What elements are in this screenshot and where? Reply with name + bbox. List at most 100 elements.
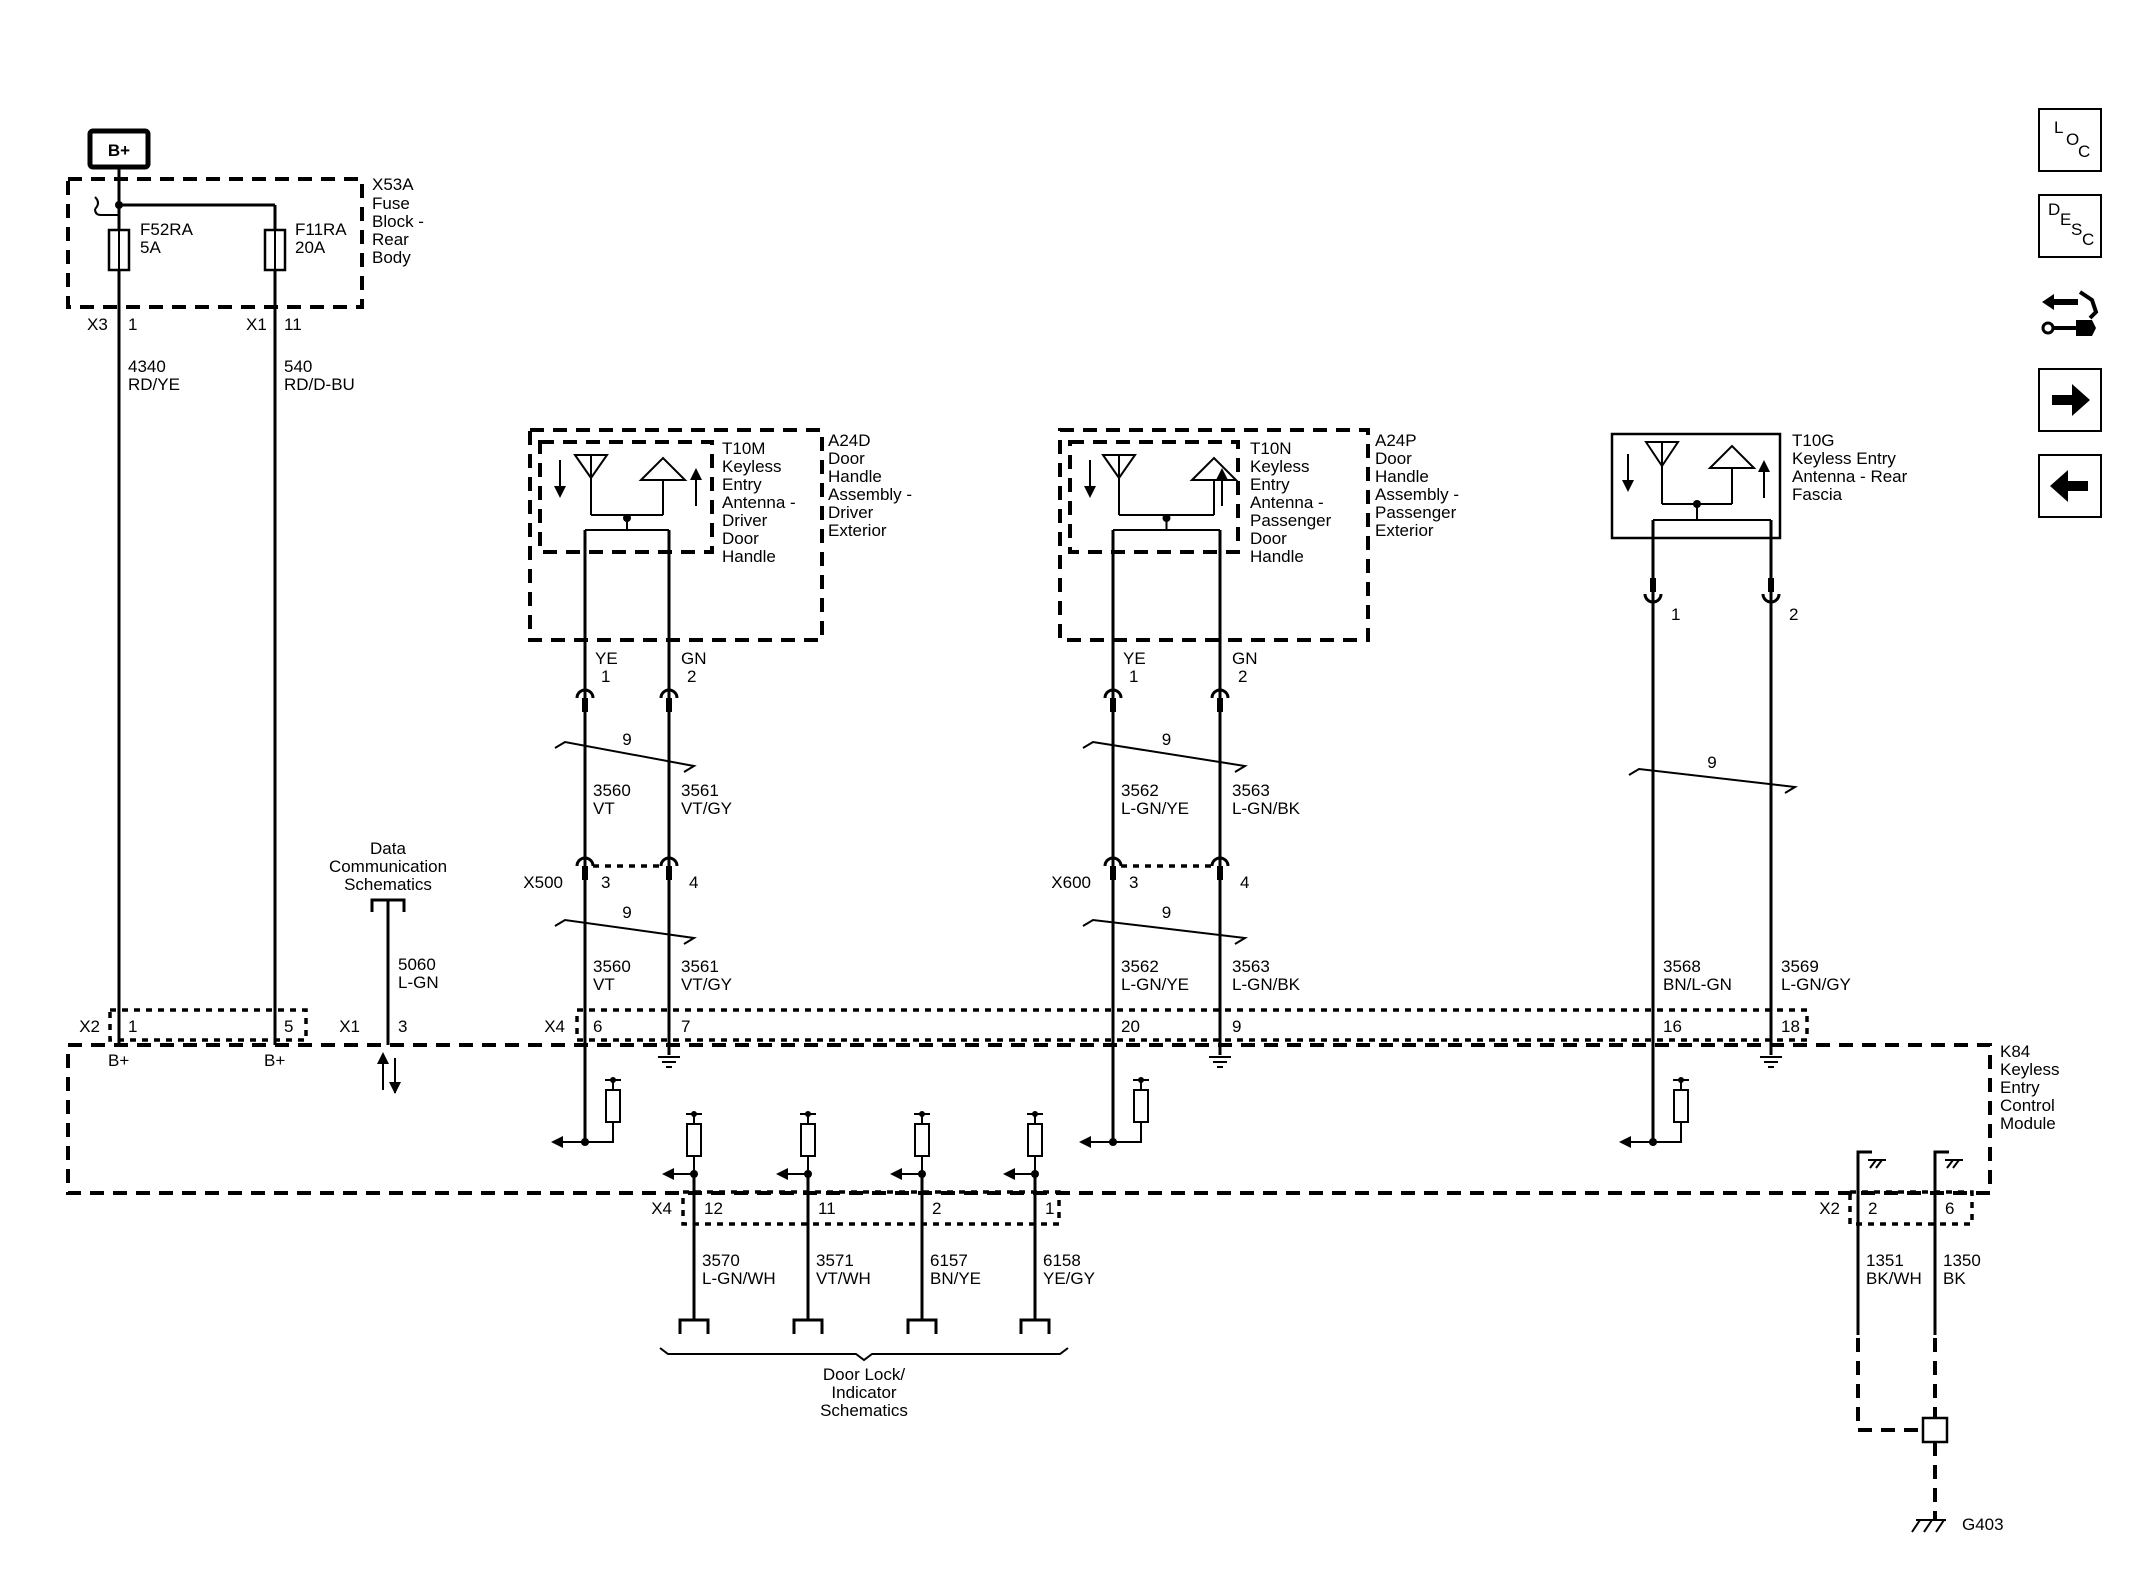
connector-wrench-icon — [2041, 290, 2099, 336]
svg-text:20A: 20A — [295, 238, 326, 257]
label: 9 — [1707, 753, 1716, 772]
description-button[interactable]: D E S C — [2038, 194, 2102, 258]
label: X4 — [651, 1199, 672, 1218]
label: T10N — [1250, 439, 1292, 458]
label: 3571 — [816, 1251, 854, 1270]
arrow-down-icon — [1622, 480, 1634, 492]
label: 2 — [1868, 1199, 1877, 1218]
connector-pin — [1650, 578, 1656, 592]
connector-symbol — [1643, 593, 1663, 604]
arrow-left-icon — [776, 1168, 788, 1180]
power-source-label: B+ — [108, 141, 130, 160]
label: L-GN/BK — [1232, 799, 1301, 818]
label: L-GN/WH — [702, 1269, 776, 1288]
arrow-left-icon — [551, 1136, 563, 1148]
label: 3569 — [1781, 957, 1819, 976]
label: Passenger — [1375, 503, 1457, 522]
label: YE — [595, 649, 618, 668]
label: T10G — [1792, 431, 1835, 450]
label: VT/WH — [816, 1269, 871, 1288]
label: 3561 — [681, 781, 719, 800]
label: G403 — [1962, 1515, 2004, 1534]
label: 1 — [1671, 605, 1680, 624]
connector-symbol — [575, 856, 595, 867]
svg-text:RD/D-BU: RD/D-BU — [284, 375, 355, 394]
arrow-left-icon — [1003, 1168, 1015, 1180]
svg-text:Data: Data — [370, 839, 406, 858]
label: Door — [1250, 529, 1287, 548]
label: GN — [1232, 649, 1258, 668]
arrow-left-icon — [890, 1168, 902, 1180]
label: Assembly - — [828, 485, 912, 504]
label: Keyless Entry — [1792, 449, 1896, 468]
fuse2-name: F11RA — [295, 220, 347, 239]
next-button[interactable] — [2038, 368, 2102, 432]
x4-output-connector — [681, 1190, 1061, 1226]
power-source: B+ — [87, 128, 151, 205]
connector-pin — [666, 698, 672, 712]
connector-pin — [1110, 866, 1116, 880]
resistor — [686, 1123, 702, 1157]
label: L-GN/YE — [1121, 799, 1189, 818]
label: 3 — [601, 873, 610, 892]
arrow-left-icon — [662, 1168, 674, 1180]
resistor — [800, 1123, 816, 1157]
connector-pin — [1110, 698, 1116, 712]
connector-pin — [666, 866, 672, 880]
resistor — [1027, 1123, 1043, 1157]
label: 4 — [689, 873, 698, 892]
label: Entry — [722, 475, 762, 494]
resistor — [605, 1089, 621, 1123]
internal-trace — [585, 1136, 614, 1143]
component-service-button[interactable] — [2038, 282, 2102, 346]
label: VT/GY — [681, 799, 732, 818]
arrow-left-icon — [2050, 470, 2088, 502]
label: Schematics — [820, 1401, 908, 1420]
wire-termination — [792, 1318, 824, 1334]
label: 6157 — [930, 1251, 968, 1270]
label: L-GN/GY — [1781, 975, 1851, 994]
location-button[interactable]: L O C — [2038, 108, 2102, 172]
data-communication: Data Communication Schematics 5060 L-GN … — [329, 839, 447, 1094]
label: Entry — [1250, 475, 1290, 494]
label: Keyless — [722, 457, 782, 476]
label: X2 — [1819, 1199, 1840, 1218]
label: 2 — [687, 667, 696, 686]
label: Passenger — [1250, 511, 1332, 530]
label: 2 — [1238, 667, 1247, 686]
svg-text:Schematics: Schematics — [344, 875, 432, 894]
label: VT — [593, 799, 615, 818]
label: 6 — [1945, 1199, 1954, 1218]
resistor — [914, 1123, 930, 1157]
arrow-up-icon — [1758, 460, 1770, 472]
label: 1 — [1045, 1199, 1054, 1218]
svg-text:X3: X3 — [87, 315, 108, 334]
label: 11 — [818, 1199, 836, 1218]
label: 6 — [593, 1017, 602, 1036]
label: 3560 — [593, 781, 631, 800]
connector-symbol — [659, 688, 679, 699]
label: 3563 — [1232, 781, 1270, 800]
svg-text:Control: Control — [2000, 1096, 2055, 1115]
svg-text:5: 5 — [284, 1017, 293, 1036]
connector-pin — [582, 698, 588, 712]
arrow-up-icon — [1216, 468, 1228, 480]
svg-text:X1: X1 — [339, 1017, 360, 1036]
label: X500 — [523, 873, 563, 892]
label: 18 — [1781, 1017, 1800, 1036]
antenna-icon — [1189, 456, 1239, 515]
label: Door — [1375, 449, 1412, 468]
svg-text:X2: X2 — [79, 1017, 100, 1036]
feed — [1653, 504, 1771, 521]
x2-ground-connector — [1848, 1190, 1974, 1226]
svg-text:L-GN: L-GN — [398, 973, 439, 992]
label: 1 — [601, 667, 610, 686]
previous-button[interactable] — [2038, 454, 2102, 518]
arrow-left-icon — [1619, 1136, 1631, 1148]
svg-text:X1: X1 — [246, 315, 267, 334]
label: VT/GY — [681, 975, 732, 994]
label: 3 — [1129, 873, 1138, 892]
label: 3562 — [1121, 781, 1159, 800]
label: 20 — [1121, 1017, 1140, 1036]
